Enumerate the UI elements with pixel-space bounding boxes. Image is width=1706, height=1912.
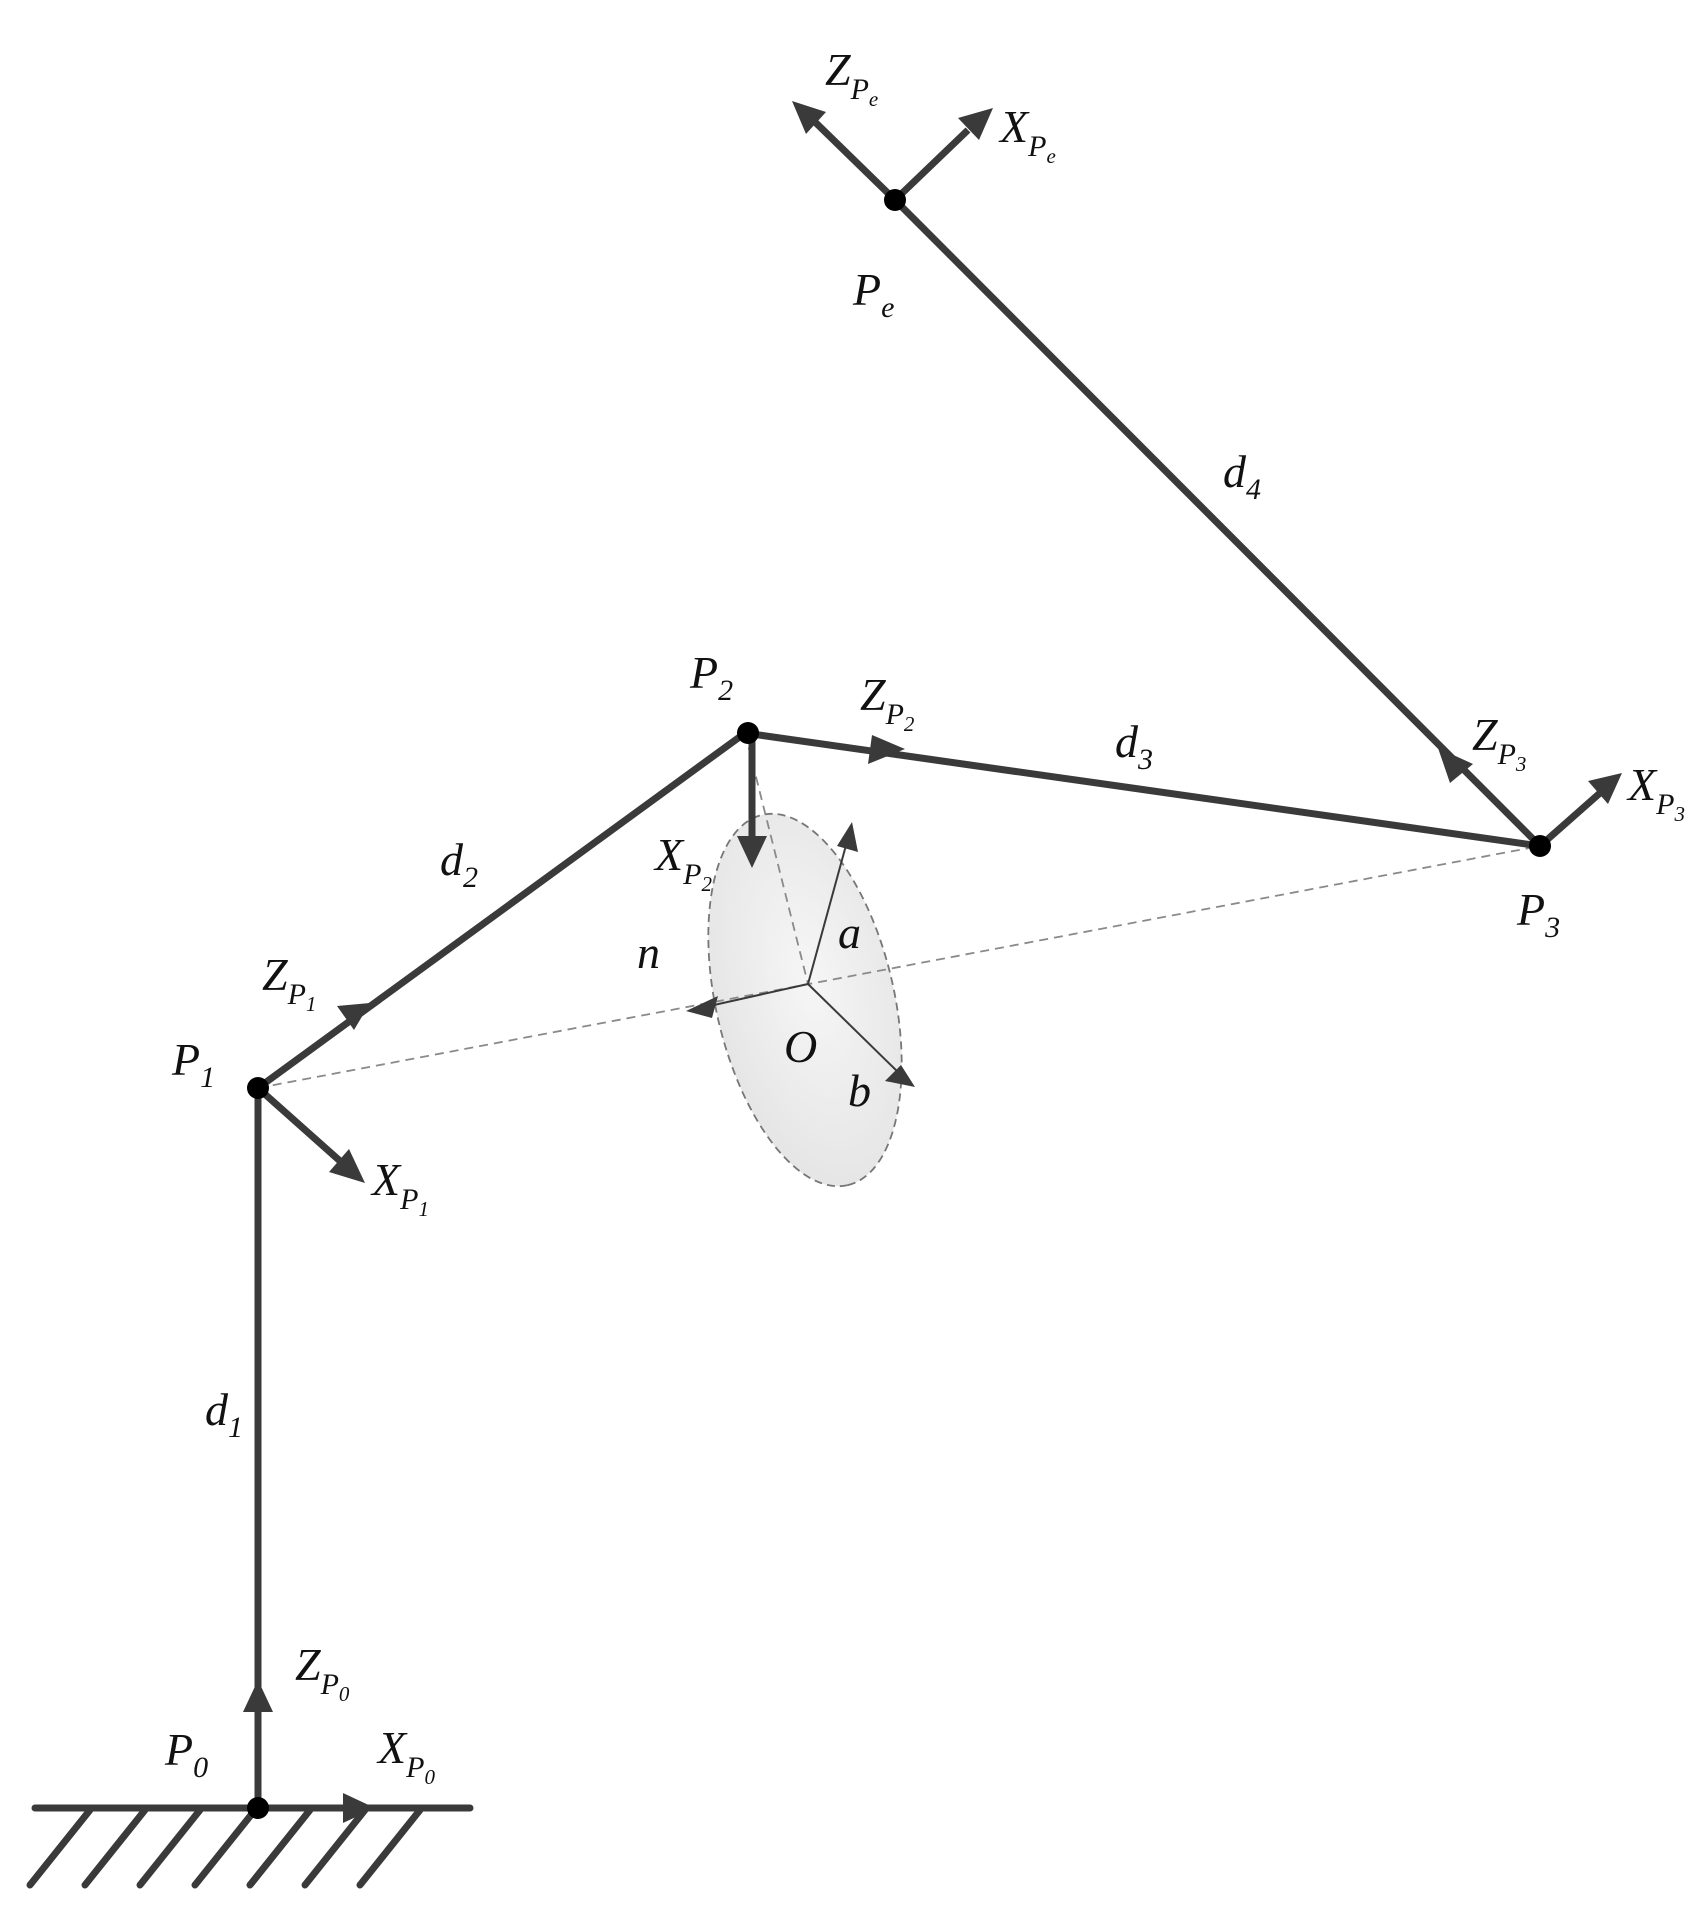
label-d1: d1 [205,1384,243,1444]
link-chain [254,196,1550,1812]
x-p3-arrowhead [1588,773,1622,804]
label-d3: d3 [1115,716,1153,776]
reachable-circle [257,732,1541,1188]
z-p0-arrowhead [243,1680,273,1712]
n-arrowhead [686,996,718,1018]
x-pe-arrowhead [958,108,993,140]
a-arrowhead [837,822,858,852]
joint-p2 [737,722,759,744]
label-p3: P3 [1516,884,1560,944]
x-p3-axis [1537,790,1603,849]
label-z-p1: ZP1 [262,949,316,1016]
circle-axis-labels: n a b [637,907,871,1116]
frame-p0 [243,1680,375,1823]
frame-p1 [255,1003,370,1183]
z-p3-arrowhead [1438,748,1473,783]
label-a: a [838,907,861,958]
label-p1: P1 [171,1034,215,1094]
label-x-p2: XP2 [653,829,712,896]
label-b: b [848,1065,871,1116]
joint-p1 [247,1077,269,1099]
joint-p3 [1529,835,1551,857]
label-x-p0: XP0 [376,1722,435,1789]
circle-disc [707,812,903,1188]
z-p1-arrowhead [337,1003,370,1030]
b-arrowhead [885,1065,915,1087]
label-z-p3: ZP3 [1472,709,1526,776]
joint-p0 [247,1797,269,1819]
x-p1-arrowhead [329,1149,365,1183]
dashed-line-p1-p3 [257,845,1541,1089]
label-x-pe: XPe [998,101,1056,168]
label-z-p0: ZP0 [295,1639,350,1706]
label-p0: P0 [164,1724,208,1784]
label-n: n [637,927,660,978]
x-pe-axis [892,127,971,203]
ground-hatch [26,1806,424,1889]
point-labels: P0 P1 P2 P3 Pe O [164,264,1560,1784]
label-z-pe: ZPe [825,44,878,111]
z-p2-arrowhead [868,735,905,764]
label-p2: P2 [689,647,733,707]
joint-pe [884,189,906,211]
links [254,196,1550,1812]
frame-p3 [1438,748,1622,849]
frame-p2 [737,733,905,868]
frame-pe [792,101,993,203]
label-x-p3: XP3 [1626,759,1685,826]
b-axis [807,983,901,1075]
x-p1-axis [255,1085,343,1164]
frame-labels: ZP0 XP0 ZP1 XP1 ZP2 XP2 ZP3 XP3 ZPe XPe [262,44,1685,1789]
z-pe-axis [812,119,898,203]
x-p0-arrowhead [343,1793,375,1823]
label-x-p1: XP1 [370,1154,429,1221]
label-pe: Pe [852,264,894,324]
n-axis [704,983,809,1008]
a-axis [807,837,849,985]
z-pe-arrowhead [792,101,826,134]
dashed-line-p2-o [744,732,809,985]
link-labels: d1 d2 d3 d4 [205,446,1261,1444]
ground [26,1804,474,1889]
label-d2: d2 [440,834,478,894]
label-d4: d4 [1223,446,1261,506]
label-o: O [784,1021,817,1072]
joints [247,189,1551,1819]
x-p2-arrowhead [737,836,767,868]
label-z-p2: ZP2 [860,669,915,736]
